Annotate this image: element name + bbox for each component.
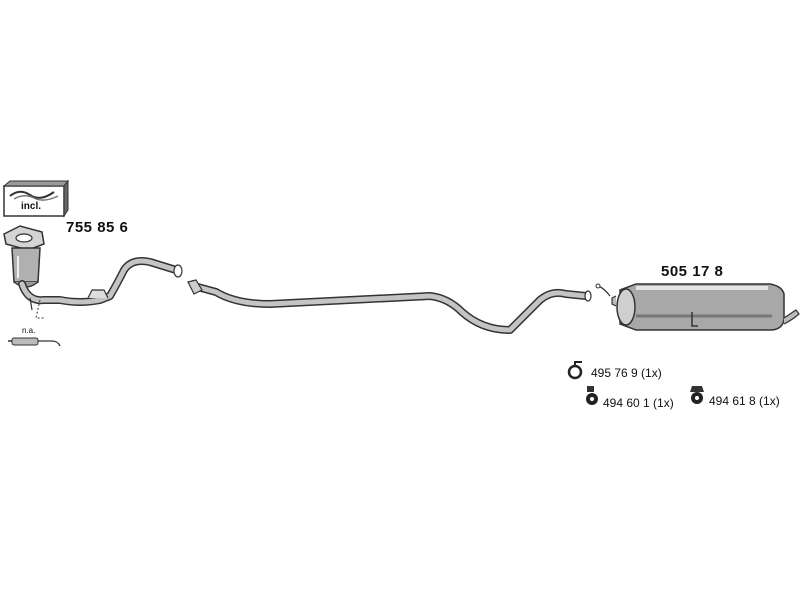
rear-silencer-drawing	[595, 283, 800, 331]
catalytic-converter-drawing	[3, 225, 183, 311]
rubber-mount-icon	[586, 386, 598, 405]
sensor-note-label: n.a.	[22, 326, 36, 335]
rubber-mount-icon-2	[690, 386, 704, 404]
clamp-icon	[567, 361, 583, 380]
accessory-label-mount-2: 494 61 8 (1x)	[709, 394, 780, 408]
catalytic-converter-part-number: 755 85 6	[66, 219, 129, 236]
lambda-sensor-icon	[8, 299, 61, 347]
accessory-label-clamp: 495 76 9 (1x)	[591, 366, 662, 380]
rear-silencer-part-number: 505 17 8	[661, 263, 724, 280]
kit-box-label: incl.	[21, 201, 42, 212]
middle-pipe-drawing	[187, 279, 592, 334]
fitting-kit-box-icon	[2, 179, 70, 218]
accessory-label-mount-1: 494 60 1 (1x)	[603, 396, 674, 410]
